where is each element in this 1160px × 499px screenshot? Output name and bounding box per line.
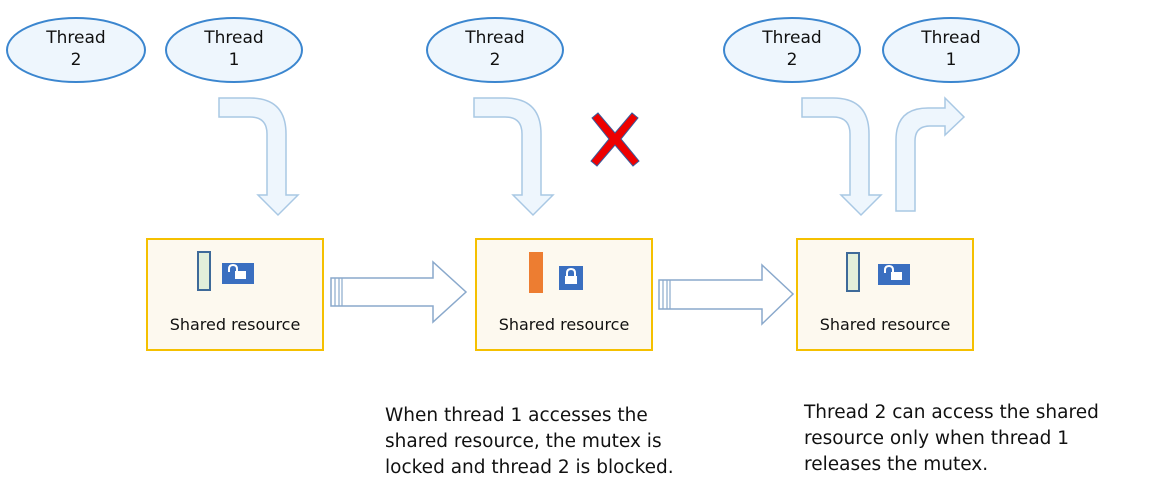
thread-label: Thread (45, 28, 105, 48)
caption-locked: When thread 1 accesses the shared resour… (385, 405, 674, 478)
bent-up-arrow-stage-3 (895, 96, 966, 212)
mutex-free-bar (846, 252, 860, 292)
thread-label: Thread (464, 28, 524, 48)
thread-label: Thread (761, 28, 821, 48)
thread-2-ellipse-stage-2: Thread 2 (426, 17, 564, 83)
shared-resource-box-stage-2: Shared resource (475, 238, 653, 351)
thread-number: 1 (946, 50, 957, 70)
transition-arrow-1-to-2 (330, 260, 468, 324)
caption-released: Thread 2 can access the shared resource … (804, 402, 1099, 475)
thread-number: 2 (490, 50, 501, 70)
mutex-busy-bar (529, 252, 543, 293)
thread-2-ellipse-stage-1: Thread 2 (6, 17, 146, 83)
mutex-free-bar (197, 251, 211, 291)
locked-padlock-icon (559, 266, 583, 290)
transition-arrow-2-to-3 (658, 263, 795, 326)
thread-number: 2 (71, 50, 82, 70)
thread-label: Thread (203, 28, 263, 48)
shared-resource-box-stage-3: Shared resource (796, 238, 974, 351)
shared-resource-box-stage-1: Shared resource (146, 238, 324, 351)
thread-label: Thread (920, 28, 980, 48)
unlocked-padlock-icon (222, 263, 254, 284)
bent-down-arrow-stage-1 (218, 97, 300, 217)
shared-resource-label: Shared resource (499, 315, 630, 334)
blocked-cross-icon (590, 112, 640, 167)
thread-number: 1 (229, 50, 240, 70)
unlocked-padlock-icon (878, 264, 910, 285)
thread-number: 2 (787, 50, 798, 70)
thread-1-ellipse-stage-3: Thread 1 (882, 17, 1020, 83)
bent-down-arrow-stage-3 (801, 97, 883, 217)
bent-down-arrow-stage-2 (473, 97, 555, 217)
thread-1-ellipse-stage-1: Thread 1 (165, 17, 303, 83)
shared-resource-label: Shared resource (820, 315, 951, 334)
thread-2-ellipse-stage-3: Thread 2 (723, 17, 861, 83)
shared-resource-label: Shared resource (170, 315, 301, 334)
